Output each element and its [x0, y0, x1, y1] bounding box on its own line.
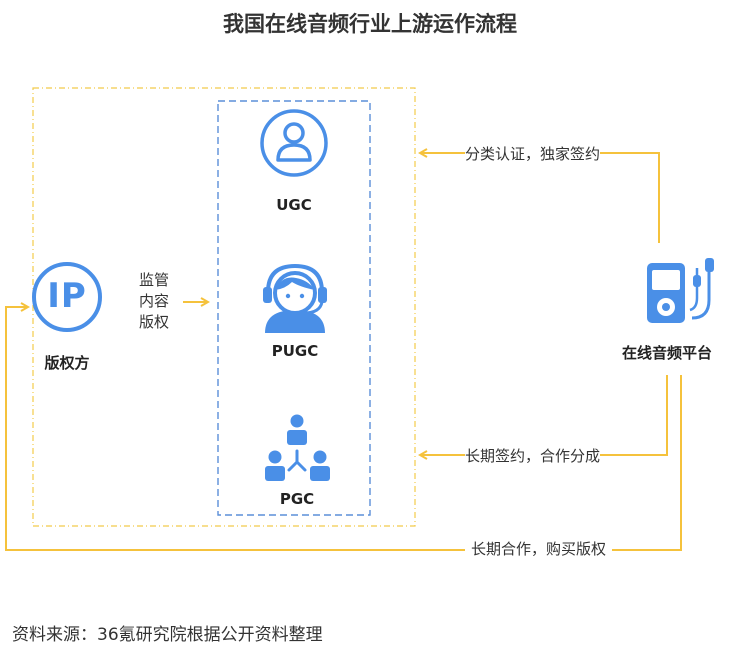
platform-label: 在线音频平台: [621, 344, 713, 362]
outer-scope-box: [32, 87, 416, 527]
ip-flow-label-3: 版权: [138, 313, 169, 331]
edge-label-top: 分类认证，独家签约: [465, 143, 601, 164]
arrow-platform-to-ugc: [420, 153, 660, 243]
ip-to-content-labels: 监管 内容 版权: [127, 270, 181, 333]
pugc-label: PUGC: [271, 342, 319, 360]
ip-flow-label-1: 监管: [138, 271, 169, 289]
audio-player-icon: [647, 258, 714, 323]
source-note: 资料来源：36氪研究院根据公开资料整理: [12, 625, 323, 645]
headset-person-icon: [263, 263, 327, 333]
arrow-platform-to-pgc: [420, 375, 668, 455]
arrow-platform-to-ip: [5, 307, 682, 551]
user-icon: [260, 109, 328, 177]
pgc-label: PGC: [279, 490, 315, 508]
content-creators-box: [217, 100, 371, 516]
ugc-label: UGC: [276, 196, 312, 214]
edge-label-mid: 长期签约，合作分成: [465, 445, 601, 466]
ip-flow-label-2: 内容: [138, 292, 169, 310]
edge-label-bottom: 长期合作，购买版权: [465, 538, 613, 559]
diagram-title: 我国在线音频行业上游运作流程: [223, 12, 517, 36]
ip-holder-label: 版权方: [44, 354, 90, 372]
team-network-icon: [265, 414, 330, 481]
ip-circle-icon: [32, 262, 102, 332]
ip-icon-text: IP: [47, 276, 87, 316]
